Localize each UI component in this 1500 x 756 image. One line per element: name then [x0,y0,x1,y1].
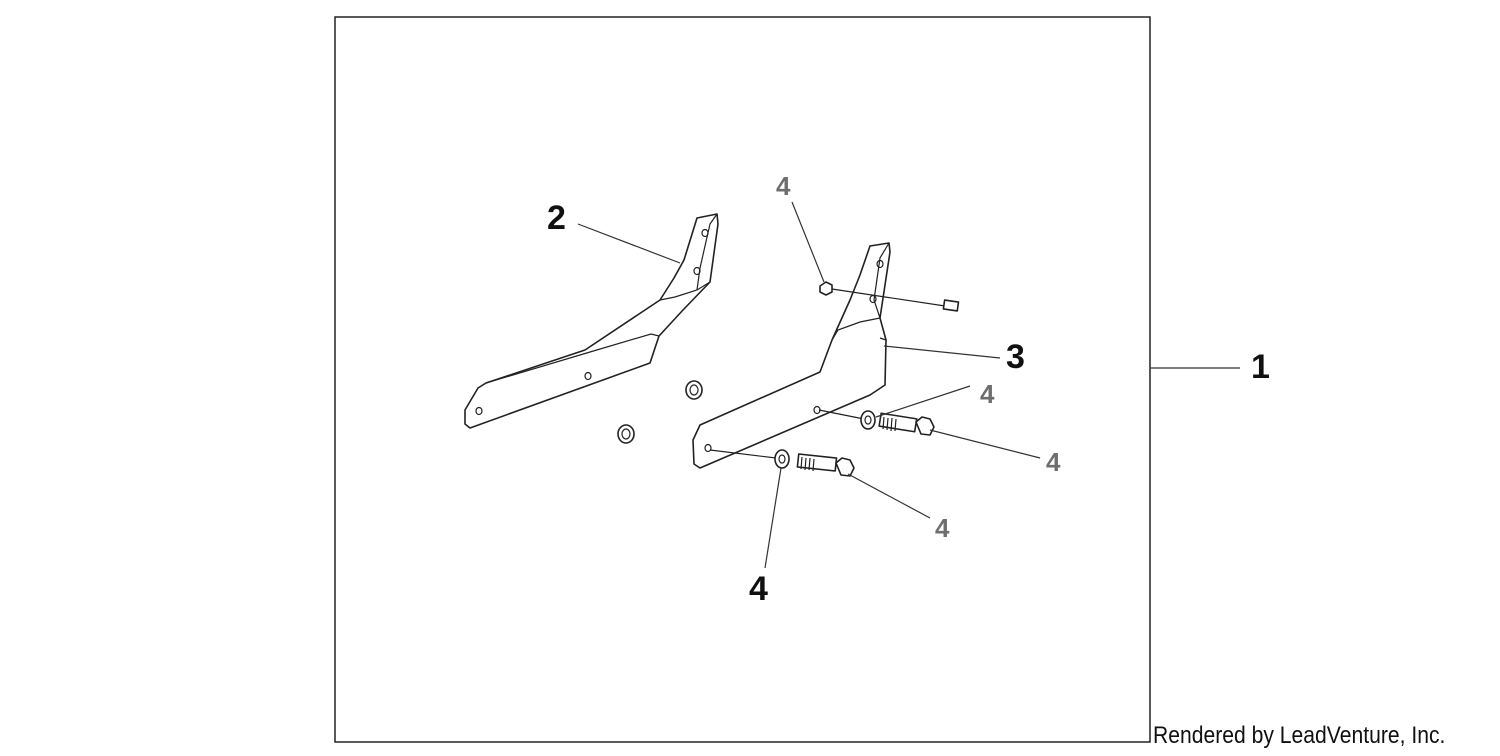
left-stay-callout[interactable]: 2 [547,199,566,237]
hardware-washer-upper-leader-line [875,385,971,418]
render-credit: Rendered by LeadVenture, Inc. [1153,722,1446,749]
hardware-bolt-upper-leader-line [929,429,1041,459]
hardware-washer-lower-callout[interactable]: 4 [749,570,768,608]
hardware-bolt-upper-callout[interactable]: 4 [1046,447,1061,477]
hardware-washer-upper-callout[interactable]: 4 [980,379,995,409]
upper-bolt-axis [818,409,865,420]
kit-callout[interactable]: 1 [1251,348,1270,386]
hardware-top-callout[interactable]: 4 [776,171,791,201]
diagram-frame [334,16,1151,743]
top-small-bolt[interactable] [942,299,960,312]
hardware-washer-lower-leader-line [764,467,782,569]
lower-washer[interactable] [774,449,790,469]
left-stay-bracket[interactable] [464,213,719,429]
right-stay-leader-line [883,345,1001,359]
hardware-bolt-lower-callout[interactable]: 4 [935,513,950,543]
right-stay-callout[interactable]: 3 [1006,338,1025,376]
top-bolt-axis [831,288,946,307]
spacer-collar-lower[interactable] [617,424,635,444]
lower-bolt-axis [709,449,777,459]
right-stay-bracket[interactable] [692,242,891,469]
upper-washer[interactable] [860,410,876,430]
hardware-top-leader-line [791,201,825,283]
hardware-bolt-lower-leader-line [847,473,931,519]
spacer-collar-upper[interactable] [685,380,703,400]
top-nut[interactable] [819,281,833,296]
lower-flange-bolt[interactable] [796,453,855,477]
upper-flange-bolt[interactable] [878,412,935,436]
left-stay-leader-line [577,223,681,264]
